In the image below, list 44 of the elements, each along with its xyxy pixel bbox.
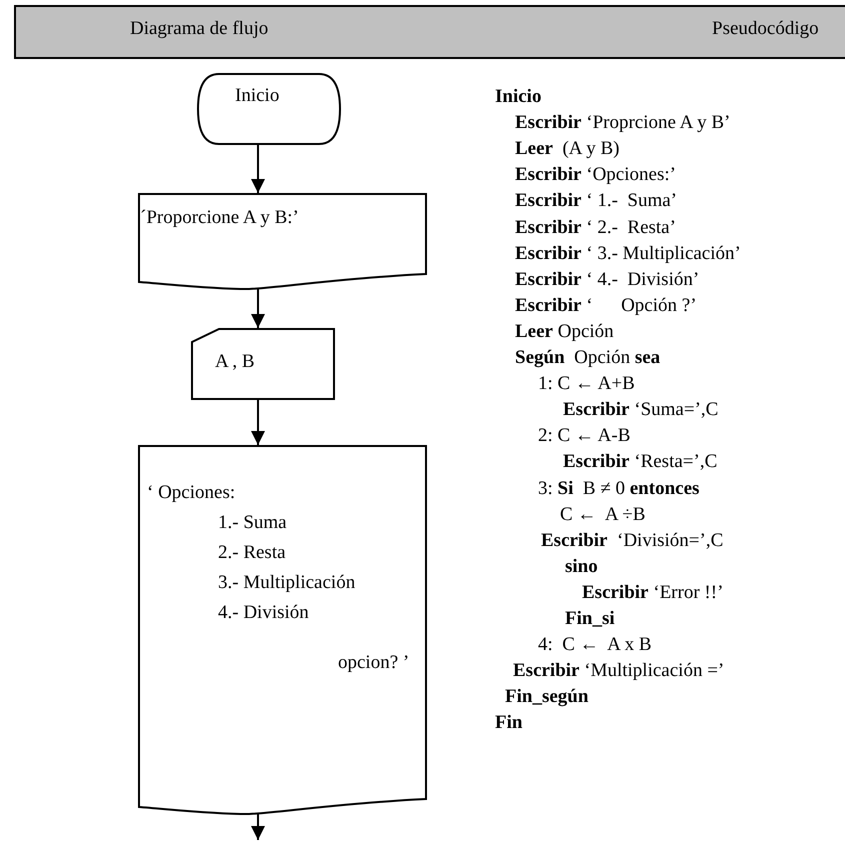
pseudocode-line: C ← A ÷B [560, 504, 646, 526]
node-text: ´Proporcione A y B:’ [140, 207, 299, 229]
document-shape [138, 445, 427, 815]
node-text: 3.- Multiplicación [218, 572, 356, 594]
pseudocode-line: Según Opción sea [515, 347, 660, 369]
pseudocode-line: Escribir ‘Error !!’ [582, 582, 724, 604]
arrow [251, 145, 265, 193]
pseudocode-line: Leer (A y B) [515, 138, 620, 160]
pseudocode-line: Escribir ‘ Opción ?’ [515, 294, 697, 317]
node-text: A , B [215, 351, 255, 373]
column-heading: Diagrama de flujo [130, 18, 268, 40]
pseudocode-line: Fin [495, 712, 522, 734]
pseudocode-line: Escribir ‘Opciones:’ [515, 164, 676, 186]
pseudocode-line: Escribir ‘Resta=’,C [563, 451, 718, 474]
pseudocode-line: Inicio [495, 86, 542, 108]
terminal-shape [197, 73, 341, 145]
pseudocode-line: Escribir ‘Multiplicación =’ [513, 660, 724, 682]
arrow [251, 288, 265, 328]
pseudocode-line: Fin_si [565, 608, 615, 630]
node-text: 1.- Suma [218, 512, 287, 534]
arrow [251, 813, 265, 840]
pseudocode-line: 1: C ← A+B [538, 373, 635, 396]
arrow [251, 400, 265, 445]
pseudocode-line: Escribir ‘División=’,C [541, 530, 724, 552]
pseudocode-line: Leer Opción [515, 320, 614, 343]
pseudocode-line: 2: C ← A-B [538, 425, 630, 448]
column-heading: Pseudocódigo [712, 18, 819, 40]
pseudocode-line: Escribir ‘Proprcione A y B’ [515, 112, 730, 134]
node-text: Inicio [235, 85, 280, 107]
pseudocode-line: Fin_según [505, 686, 588, 708]
pseudocode-line: Escribir ‘ 3.- Multiplicación’ [515, 242, 741, 265]
node-text: opcion? ’ [338, 652, 410, 674]
card-shape [191, 328, 335, 400]
node-text: ‘ Opciones: [147, 482, 236, 504]
pseudocode-line: 3: Si B ≠ 0 entonces [538, 478, 700, 500]
pseudocode-line: sino [565, 556, 598, 578]
document-shape [138, 193, 427, 290]
node-text: 4.- División [218, 602, 309, 624]
node-text: 2.- Resta [218, 542, 286, 564]
pseudocode-line: Escribir ‘ 4.- División’ [515, 268, 700, 291]
pseudocode-line: Escribir ‘Suma=’,C [563, 399, 718, 422]
pseudocode-line: Escribir ‘ 2.- Resta’ [515, 216, 676, 238]
pseudocode-line: Escribir ‘ 1.- Suma’ [515, 190, 678, 212]
pseudocode-line: 4: C ← A x B [538, 634, 652, 656]
